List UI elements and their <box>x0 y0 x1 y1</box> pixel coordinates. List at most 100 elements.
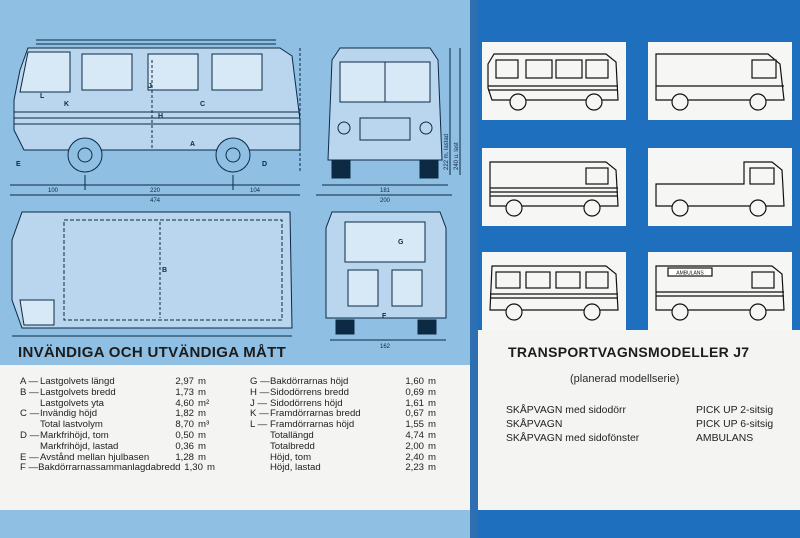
spec-name: Lastgolvets längd <box>40 376 115 387</box>
models-column-1: SKÅPVAGN med sidodörr SKÅPVAGN SKÅPVAGN … <box>506 404 639 446</box>
spec-unit: m² <box>198 397 210 409</box>
spec-name: Framdörrarnas höjd <box>270 419 355 431</box>
minibus-illustration <box>482 252 626 330</box>
spec-value: 4,60 <box>175 397 194 409</box>
spec-key: D — <box>20 429 40 441</box>
letter-d: D <box>262 161 267 168</box>
spec-name: Bakdörrarnassammanlagdabredd <box>38 462 181 474</box>
dim-height-laden: 222 m. lastad <box>444 134 450 170</box>
models-subnote: (planerad modellserie) <box>570 373 680 385</box>
spec-key: F — <box>20 462 39 474</box>
spec-key <box>250 463 270 474</box>
model-item: SKÅPVAGN med sidofönster <box>506 433 640 444</box>
top-view-drawing <box>11 211 293 337</box>
spec-value: 1,73 <box>175 386 194 398</box>
spec-key: A — <box>20 376 39 387</box>
dim-bottom-width: 162 <box>380 344 391 350</box>
spec-name: Avstånd mellan hjulbasen <box>40 451 150 463</box>
spec-key: H — <box>250 386 270 398</box>
spec-value: 1,60 <box>405 376 424 387</box>
spec-value: 0,67 <box>405 408 424 420</box>
spec-unit: m <box>206 462 215 474</box>
spec-name: Bakdörrarnas höjd <box>270 376 349 387</box>
spec-row: D —Markfrihöjd, tom 0,50 m <box>20 429 220 442</box>
spec-name: Sidodörrens bredd <box>270 386 349 398</box>
letter-k: K <box>64 101 69 108</box>
rear-view-drawing <box>325 211 447 341</box>
right-bottom-strip <box>478 510 800 538</box>
spec-value: 2,97 <box>175 376 194 387</box>
spec-value: 2,40 <box>405 451 424 463</box>
letter-l: L <box>40 93 45 100</box>
spec-name: Total lastvolym <box>40 419 103 431</box>
spec-unit: m <box>198 408 206 420</box>
spec-name: Markfrihöjd, tom <box>40 429 109 441</box>
letter-f: F <box>382 313 387 320</box>
spec-value: 1,82 <box>175 408 194 420</box>
pickup-illustration <box>648 148 792 226</box>
letter-a: A <box>190 141 195 148</box>
model-item: SKÅPVAGN med sidodörr <box>506 405 626 416</box>
spec-unit: m <box>428 376 436 387</box>
spec-value: 1,30 <box>184 462 203 474</box>
spec-name: Höjd, tom <box>270 451 312 463</box>
spec-key: L — <box>250 419 268 431</box>
spec-value: 2,00 <box>405 440 424 452</box>
spec-name: Lastgolvets yta <box>40 397 104 409</box>
letter-g: G <box>398 239 404 246</box>
model-item: PICK UP 2-sitsig <box>696 405 774 416</box>
panel-van-illustration <box>648 42 792 120</box>
letter-e: E <box>16 161 21 168</box>
dim-overall-width: 200 <box>380 198 391 204</box>
models-illustration-area: AMBULANS <box>478 0 800 330</box>
side-view-drawing <box>10 39 301 196</box>
spec-name: Totalbredd <box>270 440 315 452</box>
ambulance-sign-text: AMBULANS <box>676 271 704 277</box>
left-bottom-strip <box>0 510 470 538</box>
spec-name: Framdörrarnas bredd <box>270 408 361 420</box>
spec-name: Totallängd <box>270 429 314 441</box>
dim-wheelbase: 220 <box>150 188 161 194</box>
van-windows-illustration <box>482 148 626 226</box>
front-view-drawing <box>316 47 461 196</box>
spec-unit: m <box>198 440 206 452</box>
dimensions-heading: INVÄNDIGA OCH UTVÄNDIGA MÅTT <box>18 344 287 361</box>
spec-key <box>250 442 270 453</box>
spec-key <box>250 453 270 464</box>
spec-unit: m <box>428 429 436 441</box>
spec-key: K — <box>250 408 269 420</box>
spec-row: A —Lastgolvets längd 2,97 m <box>20 376 220 388</box>
spec-key: J — <box>250 397 268 409</box>
models-heading: TRANSPORTVAGNSMODELLER J7 <box>508 344 750 360</box>
blueprint-area: 100 220 104 474 181 200 162 222 m. lasta… <box>0 0 470 365</box>
spec-value: 0,50 <box>175 429 194 441</box>
spec-key <box>20 442 40 453</box>
spec-name: Lastgolvets bredd <box>40 386 116 398</box>
letter-b: B <box>162 267 167 274</box>
spec-value: 8,70 <box>175 419 194 431</box>
spec-name: Invändig höjd <box>40 408 98 420</box>
spec-key: C — <box>20 408 40 420</box>
dim-front-overhang: 100 <box>48 188 59 194</box>
left-page: 100 220 104 474 181 200 162 222 m. lasta… <box>0 0 470 538</box>
spec-unit: m <box>198 451 206 463</box>
spec-unit: m <box>198 429 206 441</box>
spec-row: Total lastvolym 8,70 m³ <box>20 419 220 431</box>
spec-unit: m <box>198 376 206 387</box>
spec-value: 2,23 <box>405 462 424 474</box>
model-item: SKÅPVAGN <box>506 419 563 430</box>
spec-unit: m³ <box>198 419 210 431</box>
spec-value: 0,36 <box>175 440 194 452</box>
